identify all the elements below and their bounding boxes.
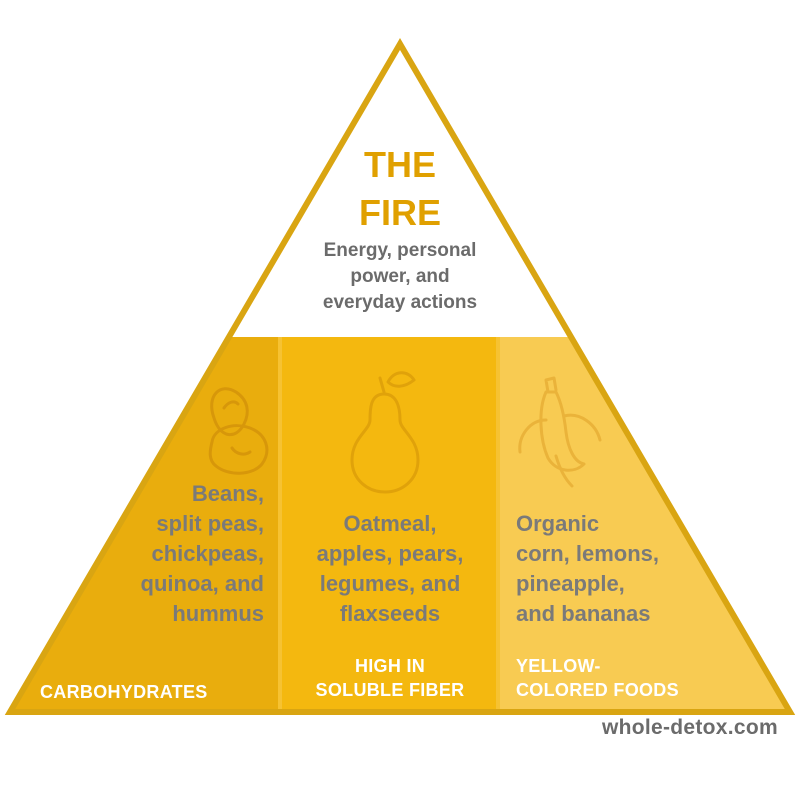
column-label-line: SOLUBLE FIBER	[315, 680, 465, 700]
column-text-line: pineapple,	[516, 571, 625, 596]
column-text-line: Oatmeal,	[343, 511, 437, 536]
column-text-line: legumes, and	[319, 571, 461, 596]
apex-subtitle-line2: power, and	[350, 266, 450, 287]
column-soluble-fiber-label: HIGH IN SOLUBLE FIBER	[290, 654, 490, 702]
column-label-line: YELLOW-	[516, 656, 601, 676]
pyramid-border	[4, 38, 796, 715]
apex-title-line2: FIRE	[358, 192, 441, 233]
column-yellow-foods-text: Organic corn, lemons, pineapple, and ban…	[516, 509, 706, 629]
apex-subtitle: Energy, personal power, and everyday act…	[280, 238, 520, 316]
column-text-line: corn, lemons,	[516, 541, 660, 566]
beans-icon	[208, 387, 269, 475]
column-carbohydrates-label: CARBOHYDRATES	[40, 680, 270, 704]
column-label-line: CARBOHYDRATES	[40, 682, 208, 702]
column-label-line: COLORED FOODS	[516, 680, 679, 700]
column-soluble-fiber-text: Oatmeal, apples, pears, legumes, and fla…	[290, 509, 490, 629]
column-soluble-fiber-bg	[280, 337, 498, 712]
column-text-line: quinoa, and	[140, 571, 264, 596]
column-text-line: apples, pears,	[316, 541, 464, 566]
column-text-line: and bananas	[516, 601, 651, 626]
column-divider-left	[278, 337, 282, 712]
column-text-line: Organic	[516, 511, 600, 536]
site-url: whole-detox.com	[601, 716, 778, 739]
pear-icon	[350, 371, 420, 494]
column-text-line: Beans,	[191, 481, 264, 506]
column-carbohydrates-text: Beans, split peas, chickpeas, quinoa, an…	[60, 479, 264, 629]
apex-subtitle-line3: everyday actions	[322, 292, 478, 313]
column-divider-right	[496, 337, 500, 712]
column-label-line: HIGH IN	[354, 656, 426, 676]
column-text-line: split peas,	[156, 511, 264, 536]
column-text-line: chickpeas,	[151, 541, 264, 566]
banana-icon	[518, 376, 602, 488]
column-text-line: flaxseeds	[339, 601, 441, 626]
column-yellow-foods-label: YELLOW- COLORED FOODS	[516, 654, 746, 702]
apex-title-line1: THE	[364, 144, 436, 185]
apex-subtitle-line1: Energy, personal	[323, 240, 477, 261]
column-text-line: hummus	[172, 601, 264, 626]
